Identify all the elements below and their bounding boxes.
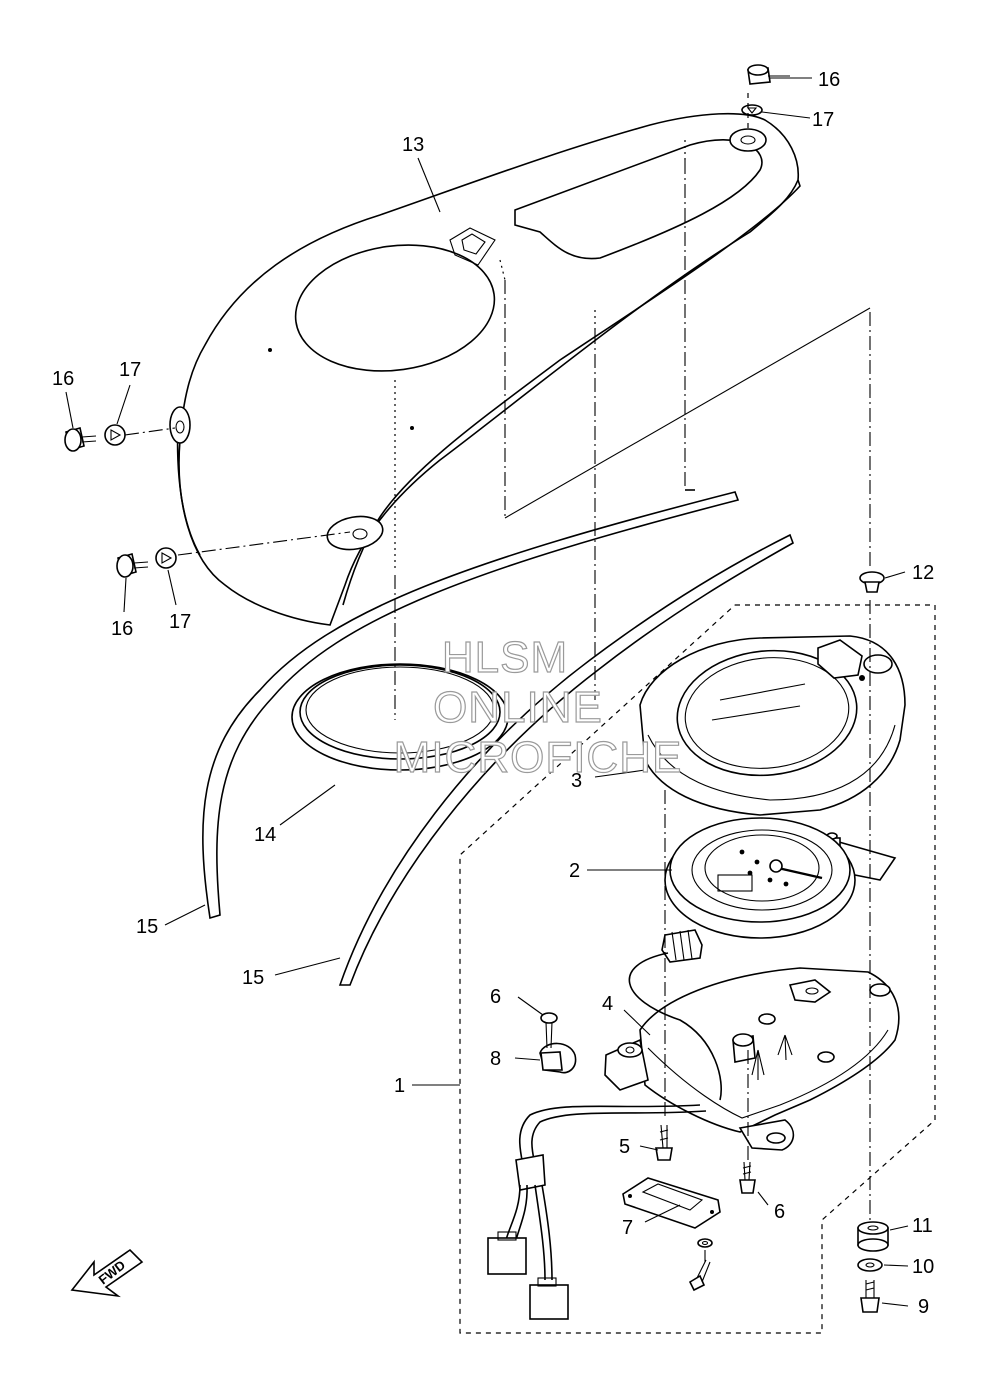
callout-17: 17	[169, 611, 191, 633]
callout-8: 8	[490, 1048, 501, 1070]
washer-17a-part	[741, 104, 763, 116]
callout-16: 16	[818, 69, 840, 91]
callout-17: 17	[119, 359, 141, 381]
washer-17b-part	[104, 424, 126, 446]
assembly-boundary	[459, 604, 936, 1334]
meter-case-part	[604, 967, 900, 1151]
callout-10: 10	[912, 1256, 934, 1278]
small-bolt-part	[688, 1238, 713, 1292]
callout-5: 5	[619, 1136, 630, 1158]
meter-unit-part	[661, 817, 897, 963]
bolt-9-part	[860, 1280, 880, 1313]
callout-14: 14	[254, 824, 276, 846]
washer-17c-part	[155, 547, 177, 569]
callout-11: 11	[912, 1215, 933, 1237]
callout-12: 12	[912, 562, 934, 584]
callout-7: 7	[622, 1217, 633, 1239]
meter-lens-part	[639, 635, 906, 816]
forward-arrow: FWD	[70, 1248, 144, 1298]
bolt-16a-part	[747, 64, 790, 85]
watermark-line-1: HLSM	[442, 633, 568, 682]
callout-1: 1	[394, 1075, 405, 1097]
watermark: HLSM ONLINE MICROFICHE	[393, 632, 683, 782]
callout-9: 9	[918, 1296, 929, 1318]
plate-gasket-part	[622, 1177, 721, 1229]
callout-3: 3	[571, 770, 582, 792]
callout-13: 13	[402, 134, 424, 156]
callout-17: 17	[812, 109, 834, 131]
callout-6: 6	[774, 1201, 785, 1223]
callout-16: 16	[52, 368, 74, 390]
grommet-12-part	[859, 571, 885, 593]
callout-15: 15	[136, 916, 158, 938]
wiring-harness-part	[487, 952, 722, 1320]
callout-2: 2	[569, 860, 580, 882]
callout-6: 6	[490, 986, 501, 1008]
assembly-guide-lines	[124, 90, 871, 1262]
screw-5-part	[655, 1124, 673, 1161]
grommet-11-part	[857, 1221, 889, 1252]
damper-strip-parts	[202, 491, 794, 986]
callout-labels: 16 17 13 16 17 16 17 12 3 14 2 15 15 6 4…	[52, 69, 934, 1318]
watermark-line-2: ONLINE	[433, 683, 603, 732]
callout-4: 4	[602, 993, 613, 1015]
bolt-16b-part	[64, 426, 97, 452]
clamp-part	[539, 1042, 577, 1074]
bolt-16c-part	[116, 552, 149, 578]
screw-6a-part	[540, 1012, 558, 1049]
leader-lines	[65, 77, 909, 1307]
meter-cover-part	[169, 112, 801, 626]
callout-16: 16	[111, 618, 133, 640]
watermark-line-3: MICROFICHE	[394, 733, 683, 782]
gasket-ring-part	[291, 663, 509, 771]
screw-6b-part	[739, 1161, 756, 1194]
collar-10-part	[857, 1258, 883, 1272]
callout-15: 15	[242, 967, 264, 989]
